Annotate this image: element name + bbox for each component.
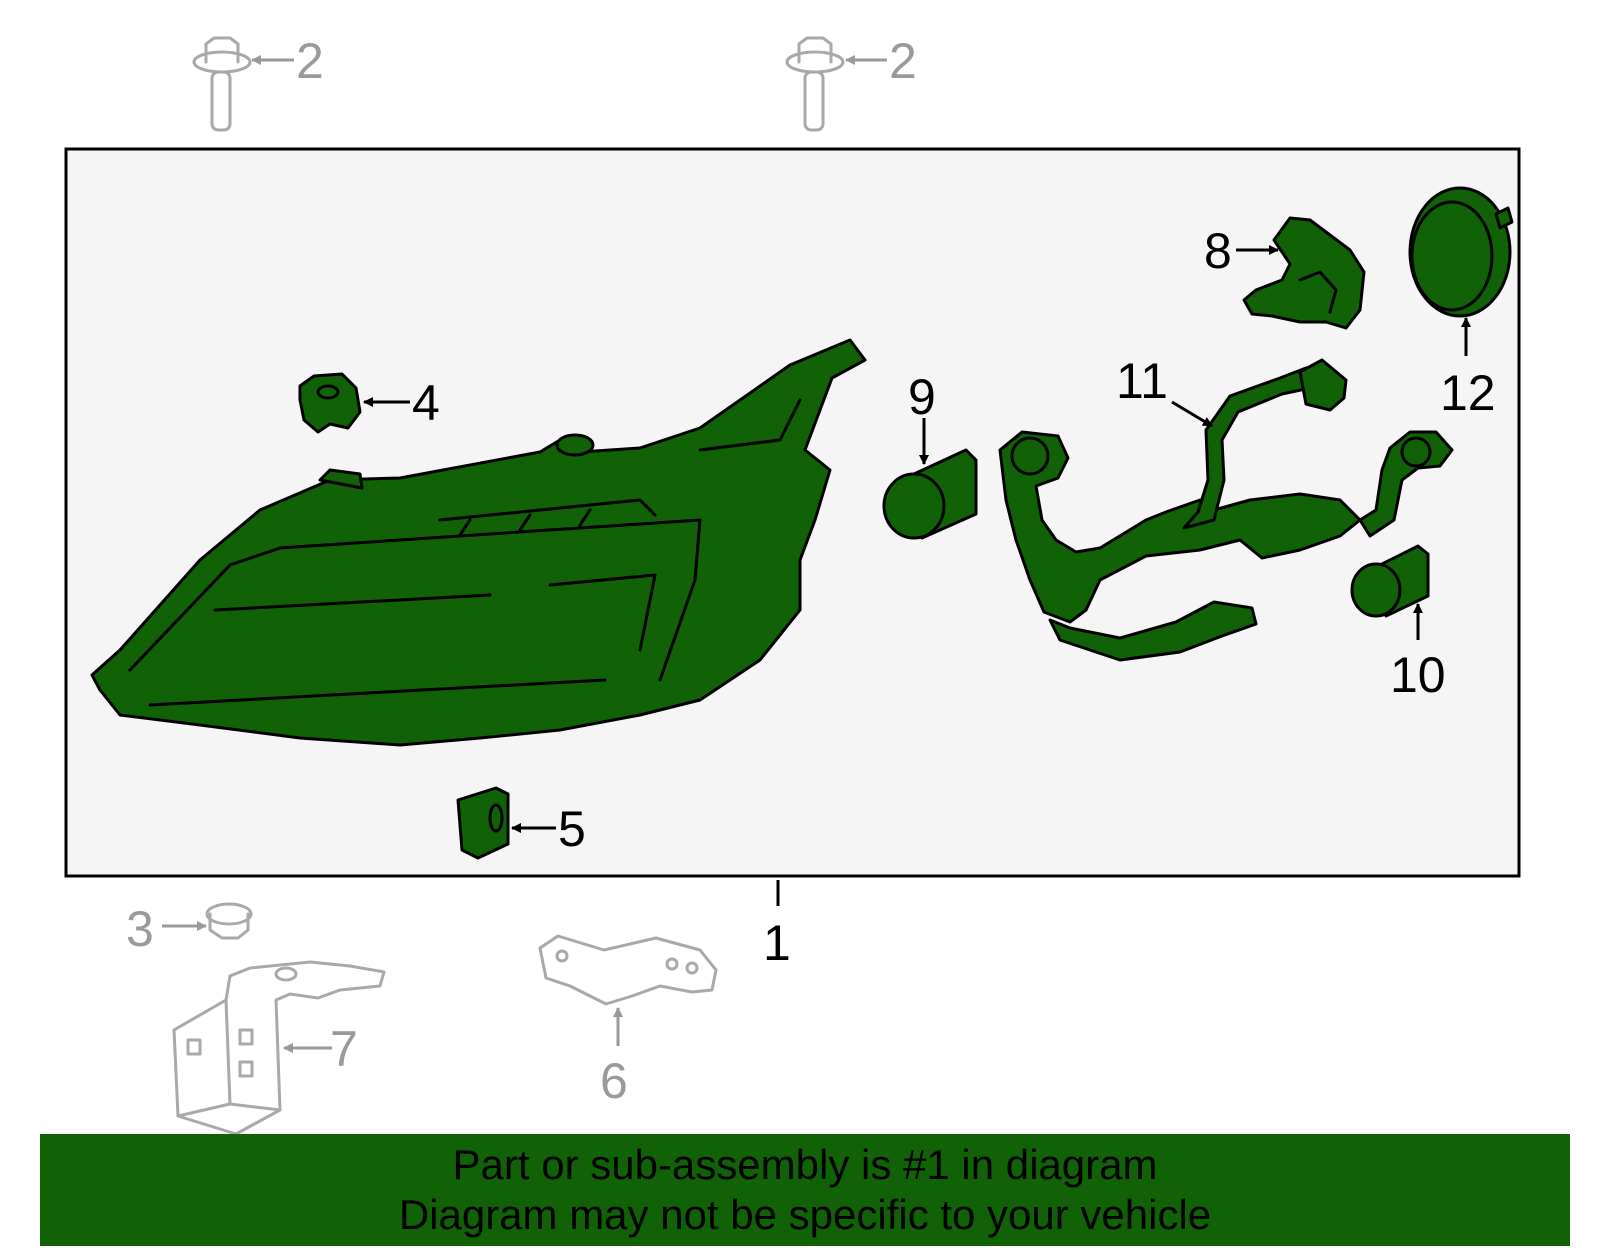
support-bracket-icon [538,934,718,1006]
info-banner: Part or sub-assembly is #1 in diagram Di… [40,1134,1570,1246]
callout-12: 12 [1440,365,1496,421]
callout-9: 9 [908,369,936,425]
callout-2b: 2 [889,33,917,89]
callout-11: 11 [1116,353,1168,409]
callout-7: 7 [330,1021,358,1077]
nut-clip-icon [456,786,510,860]
callout-2a: 2 [296,33,324,89]
banner-line-1: Part or sub-assembly is #1 in diagram [452,1141,1158,1188]
bulb-icon [882,448,978,540]
callout-6: 6 [600,1053,628,1109]
callout-10: 10 [1390,647,1446,703]
mounting-bracket-icon [172,960,386,1136]
clip-icon [298,372,362,434]
callout-8: 8 [1204,223,1232,279]
banner-line-2: Diagram may not be specific to your vehi… [398,1191,1212,1238]
callout-3: 3 [126,901,154,957]
headlamp-assembly-icon [90,338,867,747]
bulb-icon [1350,544,1430,618]
wiring-harness-icon [998,358,1454,662]
bolt-icon [192,36,252,132]
bulb-socket-icon [1242,216,1366,330]
callout-1: 1 [763,915,791,971]
nut-icon [205,902,253,940]
callout-4: 4 [412,375,440,431]
bolt-icon [785,36,845,132]
callout-5: 5 [558,801,586,857]
dust-cap-icon [1408,186,1514,318]
